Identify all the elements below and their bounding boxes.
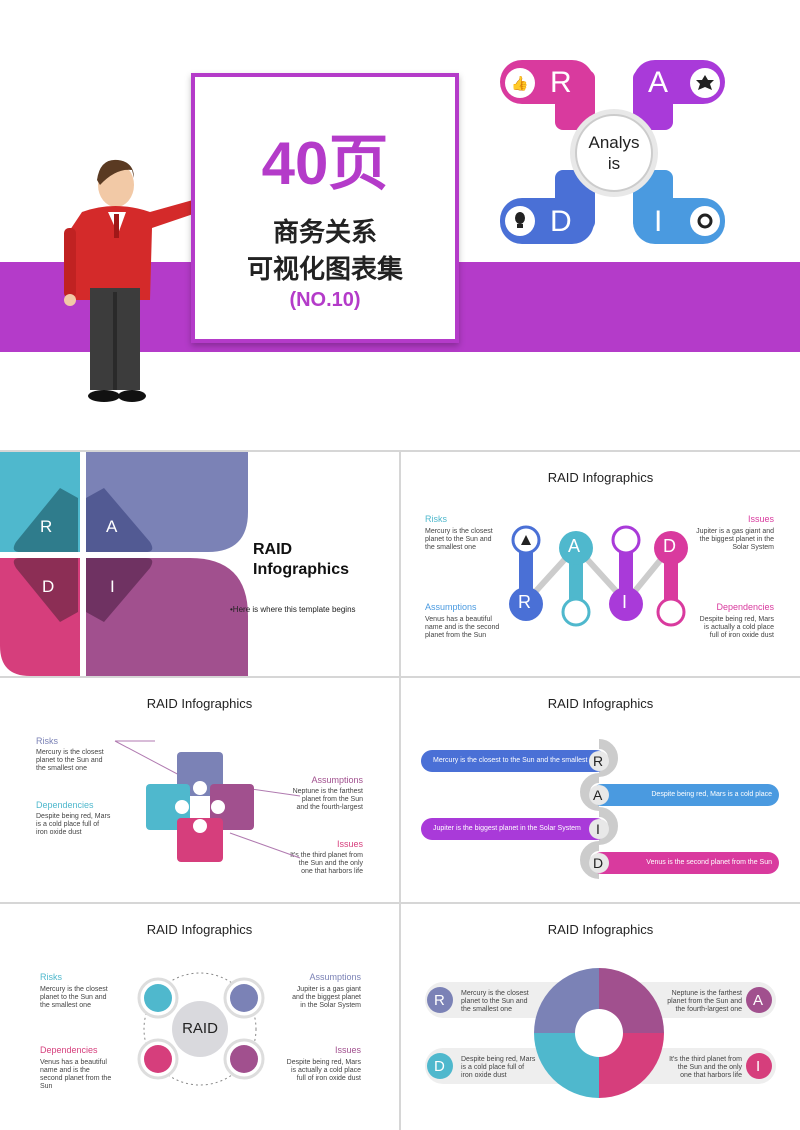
s3-issues-heading: Issues — [747, 514, 774, 524]
slide-raid-donut[interactable]: RAID Infographics R Mercury is the close… — [401, 904, 800, 1130]
s3-risks-heading: Risks — [425, 514, 447, 524]
raid-letter-d: D — [42, 577, 55, 596]
raid-donut-graphic — [425, 968, 776, 1098]
svg-text:👍: 👍 — [511, 75, 528, 92]
s6-center-label: RAID — [182, 1020, 218, 1037]
bar-letter-d: D — [593, 855, 604, 871]
s4-issues-heading: Issues — [336, 839, 363, 849]
s6-assumptions-heading: Assumptions — [309, 972, 361, 982]
s7-i-text: It's the third planet from the Sun and t… — [669, 1056, 742, 1079]
bar-letter-i: I — [596, 821, 600, 837]
s4-risks-text: Mercury is the closest planet to the Sun… — [36, 749, 104, 772]
cover-letter-a: A — [648, 66, 669, 99]
slide2-subtitle: •Here is where this template begins — [230, 605, 356, 614]
slide-raid-bars[interactable]: RAID Infographics R Mercury is the close… — [401, 678, 800, 902]
s4-dependencies-heading: Dependencies — [36, 800, 94, 810]
s3-assumptions-text: Venus has a beautiful name and is the se… — [425, 616, 500, 639]
s4-assumptions-text: Neptune is the farthest planet from the … — [292, 788, 363, 811]
s3-dependencies-heading: Dependencies — [716, 602, 774, 612]
presenter-figure — [64, 159, 260, 402]
s7-letter-i: I — [756, 1058, 761, 1075]
s4-assumptions-heading: Assumptions — [311, 775, 363, 785]
cover-hub-text: Analys is — [588, 133, 640, 173]
cover-slide[interactable]: 40页 商务关系 可视化图表集 (NO.10) 👍 R A D I Analys… — [0, 0, 800, 450]
cover-big-number: 40页 — [261, 130, 389, 197]
cover-letter-i: I — [654, 205, 663, 238]
bar-text-a: Despite being red, Mars is a cold place — [651, 791, 772, 798]
slide-raid-cross[interactable]: RAID Infographics Risks Mercury is the c… — [0, 678, 399, 902]
s7-a-text: Neptune is the farthest planet from the … — [667, 990, 742, 1013]
s7-r-text: Mercury is the closest planet to the Sun… — [461, 990, 529, 1013]
slide5-title: RAID Infographics — [547, 696, 654, 711]
raid-ring-graphic — [137, 972, 265, 1086]
slide-raid-title[interactable]: R A D I RAID Infographics •Here is where… — [0, 452, 399, 676]
s6-risks-heading: Risks — [40, 972, 62, 982]
s6-assumptions-text: Jupiter is a gas giant and the biggest p… — [292, 986, 361, 1009]
cover-line2: 可视化图表集 — [246, 254, 403, 284]
s7-letter-d: D — [434, 1058, 445, 1075]
bar-text-i: Jupiter is the biggest planet in the Sol… — [433, 825, 581, 832]
bar-text-r: Mercury is the closest to the Sun and th… — [433, 757, 588, 764]
s3-letter-a: A — [568, 536, 581, 556]
raid-petals — [0, 452, 248, 676]
s3-dependencies-text: Despite being red, Mars is actually a co… — [699, 616, 774, 639]
bar-letter-a: A — [593, 787, 603, 803]
s3-assumptions-heading: Assumptions — [425, 602, 477, 612]
s3-letter-i: I — [622, 592, 628, 612]
slide7-title: RAID Infographics — [547, 922, 654, 937]
raid-analysis-graphic: 👍 — [500, 60, 725, 244]
s4-dependencies-text: Despite being red, Mars is a cold place … — [36, 813, 111, 836]
s4-risks-heading: Risks — [36, 736, 58, 746]
s7-d-text: Despite being red, Mars is a cold place … — [461, 1056, 536, 1079]
cover-line3: (NO.10) — [289, 289, 361, 311]
bar-letter-r: R — [593, 753, 604, 769]
s7-letter-r: R — [434, 992, 445, 1009]
slide6-title: RAID Infographics — [146, 922, 253, 937]
cover-letter-d: D — [550, 205, 572, 238]
s3-letter-d: D — [663, 536, 676, 556]
slide2-title: RAID Infographics — [253, 541, 350, 578]
raid-letter-i: I — [110, 577, 115, 596]
s6-dependencies-heading: Dependencies — [40, 1045, 98, 1055]
s3-letter-r: R — [518, 592, 531, 612]
s3-risks-text: Mercury is the closest planet to the Sun… — [425, 528, 493, 551]
raid-bars-graphic — [421, 739, 779, 879]
s6-dependencies-text: Venus has a beautiful name and is the se… — [40, 1059, 112, 1090]
raid-cross-graphic — [114, 740, 301, 862]
raid-chain-graphic — [509, 525, 688, 627]
slide3-title: RAID Infographics — [547, 470, 654, 485]
cover-letter-r: R — [550, 66, 572, 99]
cover-title-card: 40页 商务关系 可视化图表集 (NO.10) — [191, 73, 459, 343]
bar-text-d: Venus is the second planet from the Sun — [646, 859, 772, 866]
s6-issues-text: Despite being red, Mars is actually a co… — [286, 1059, 361, 1082]
raid-letter-r: R — [40, 517, 53, 536]
cover-line1: 商务关系 — [272, 217, 377, 247]
raid-letter-a: A — [106, 517, 118, 536]
s6-risks-text: Mercury is the closest planet to the Sun… — [40, 986, 108, 1009]
s4-issues-text: It's the third planet from the Sun and t… — [290, 852, 363, 875]
s3-issues-text: Jupiter is a gas giant and the biggest p… — [696, 528, 774, 551]
s6-issues-heading: Issues — [334, 1045, 361, 1055]
slide4-title: RAID Infographics — [146, 696, 253, 711]
slide-raid-chain[interactable]: RAID Infographics Risks Mercury is the c… — [401, 452, 800, 676]
s7-letter-a: A — [753, 992, 764, 1009]
slide-raid-ring[interactable]: RAID Infographics Risks Mercury is the c… — [0, 904, 399, 1130]
